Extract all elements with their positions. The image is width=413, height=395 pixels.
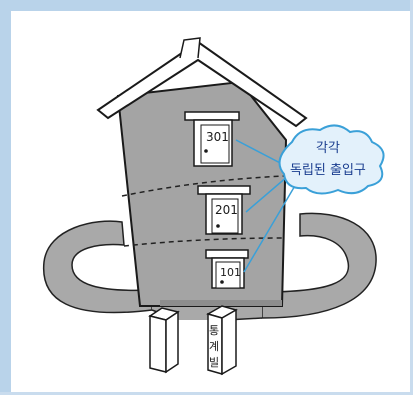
door-301-number: 301 xyxy=(206,130,229,144)
door-101: 101 xyxy=(206,250,248,288)
door-101-number: 101 xyxy=(220,266,241,279)
gate-post-right: 통 계 빌 xyxy=(208,306,236,374)
post-char-3: 빌 xyxy=(209,356,219,369)
gate-post-left xyxy=(150,308,178,372)
post-char-2: 계 xyxy=(209,340,219,353)
bubble-line-1: 각각 xyxy=(316,141,340,156)
post-char-1: 통 xyxy=(209,324,219,337)
speech-bubble: 각각 독립된 출입구 xyxy=(280,125,384,193)
door-201-number: 201 xyxy=(215,203,238,217)
door-201: 201 xyxy=(198,186,250,234)
bubble-line-2: 독립된 출입구 xyxy=(290,163,366,178)
